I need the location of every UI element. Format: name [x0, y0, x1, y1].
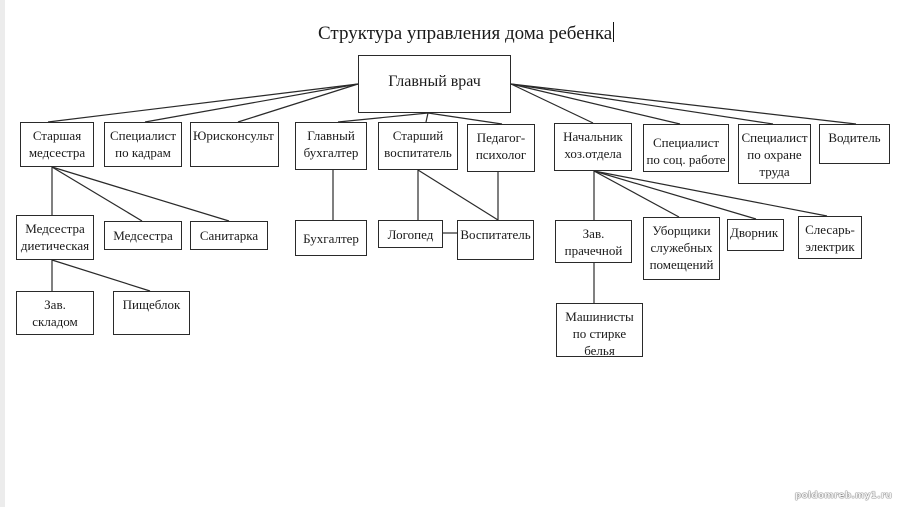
node-hr-specialist: Специалист по кадрам — [104, 122, 182, 167]
edge-head-driver — [510, 83, 857, 125]
edge-head-hr-specialist — [144, 83, 359, 123]
node-cleaners: Уборщики служебных помещений — [643, 217, 720, 280]
edge-head-social-specialist — [510, 83, 681, 125]
node-laundry-workers: Машинисты по стирке белья — [556, 303, 643, 358]
edge-head-senior-educator — [425, 112, 429, 123]
node-educator: Воспитатель — [457, 220, 534, 260]
node-electrician: Слесарь- электрик — [798, 216, 862, 259]
watermark: poldomreb.my1.ru — [794, 491, 892, 501]
node-household-head: Начальник хоз.отдела — [554, 123, 632, 171]
edge-household-cleaners — [593, 170, 680, 218]
node-accountant: Бухгалтер — [295, 220, 367, 256]
node-diet-nurse: Медсестра диетическая — [16, 215, 94, 260]
edge-household-electrician — [593, 170, 828, 217]
node-food-unit: Пищеблок — [113, 291, 190, 335]
edge-head-legal-adviser — [237, 83, 359, 123]
left-edge-strip — [0, 0, 5, 507]
node-janitor: Дворник — [727, 219, 784, 251]
edge-head-senior-nurse — [47, 83, 359, 123]
node-laundry-head: Зав. прачечной — [555, 220, 632, 263]
node-nurse: Медсестра — [104, 221, 182, 250]
edge-head-safety-specialist — [510, 83, 774, 125]
title-text: Структура управления дома ребенка — [318, 23, 613, 44]
node-warehouse-head: Зав. складом — [16, 291, 94, 335]
node-senior-nurse: Старшая медсестра — [20, 122, 94, 167]
edge-head-psychologist — [427, 112, 503, 125]
edge-head-chief-accountant — [337, 112, 429, 123]
edge-head-household-head — [510, 83, 594, 124]
node-driver: Водитель — [819, 124, 890, 164]
node-orderly: Санитарка — [190, 221, 268, 250]
node-chief-accountant: Главный бухгалтер — [295, 122, 367, 170]
edge-household-janitor — [593, 170, 757, 220]
text-caret — [613, 22, 615, 42]
node-senior-educator: Старший воспитатель — [378, 122, 458, 170]
node-psychologist: Педагог- психолог — [467, 124, 535, 172]
node-social-specialist: Специалист по соц. работе — [643, 124, 729, 172]
edge-diet-nurse-food-unit — [51, 259, 151, 292]
edge-senior-educator-educator — [417, 169, 499, 221]
node-speech-therapist: Логопед — [378, 220, 443, 248]
node-head-doctor: Главный врач — [358, 55, 511, 113]
node-legal-adviser: Юрисконсульт — [190, 122, 279, 167]
edge-senior-nurse-nurse — [51, 166, 143, 222]
edge-senior-nurse-orderly — [51, 166, 230, 222]
node-safety-specialist: Специалист по охране труда — [738, 124, 811, 184]
diagram-title: Структура управления дома ребенка — [318, 22, 615, 45]
